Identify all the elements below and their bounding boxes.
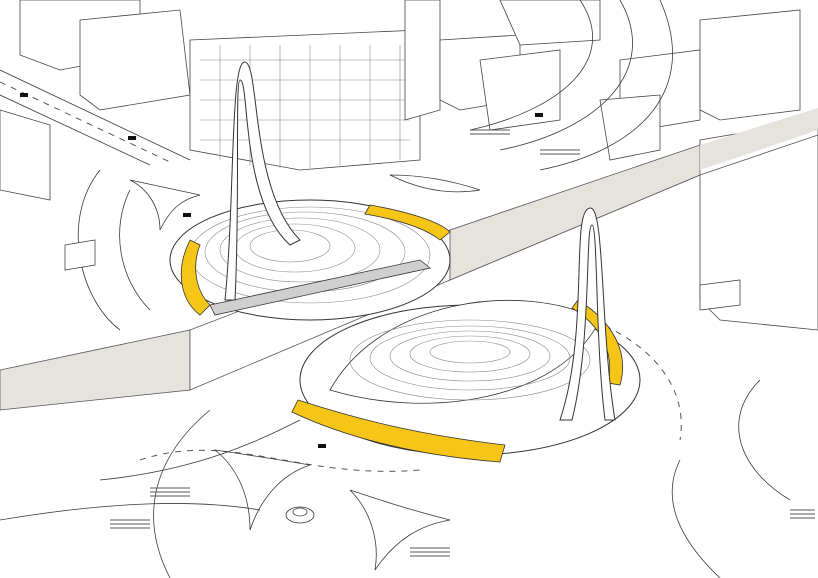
- building-left: [0, 109, 51, 201]
- car-icon: [318, 444, 326, 448]
- arch-upper: [224, 61, 301, 301]
- kiosk-right: [699, 279, 741, 311]
- upper-roundabout-plaza: [169, 199, 451, 321]
- yellow-highlight-upper-right: [364, 204, 451, 241]
- roads: [0, 0, 791, 578]
- yellow-highlight-upper-left: [180, 239, 211, 316]
- car-icon: [128, 136, 136, 140]
- crosswalks: [110, 129, 815, 557]
- car-icon: [535, 113, 543, 117]
- yellow-highlight-lower-left: [291, 399, 506, 463]
- cars: [20, 93, 543, 448]
- car-icon: [20, 93, 28, 97]
- arch-lower: [559, 207, 616, 421]
- lower-roundabout-plaza: [291, 299, 641, 463]
- kiosk-left: [64, 239, 96, 271]
- section-wall-right: [700, 108, 818, 170]
- canopies: [129, 174, 481, 571]
- bridge-deck: [209, 259, 431, 316]
- car-icon: [183, 213, 191, 217]
